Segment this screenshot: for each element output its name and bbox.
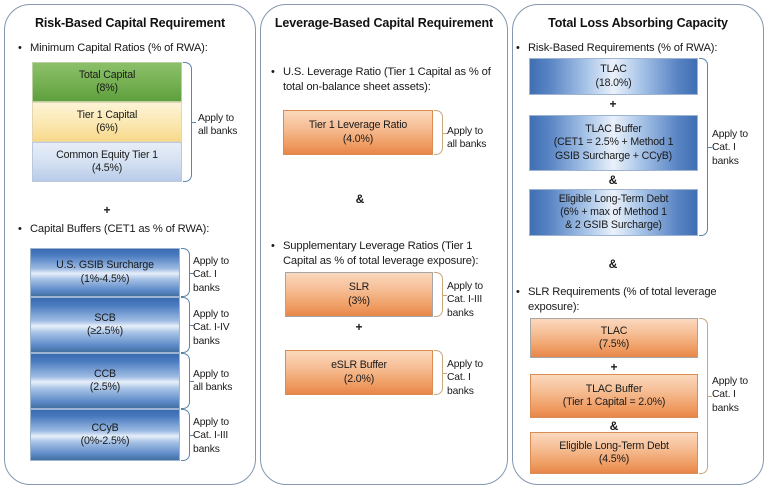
bracket-gsib-surcharge xyxy=(181,248,194,297)
box-eslr-buffer: eSLR Buffer (2.0%) xyxy=(285,350,433,395)
bullet-icon: • xyxy=(271,66,275,78)
bracket-label-min-capital-ratios: Apply to all banks xyxy=(198,113,238,138)
panel-leverage-based-capital-requirement: Leverage-Based Capital Requirement xyxy=(260,4,508,485)
connector-amp-panel-3: & xyxy=(608,257,618,271)
bullet-icon: • xyxy=(271,240,275,252)
connector-amp-panel-2: & xyxy=(355,192,365,206)
bracket-eslr-buffer xyxy=(434,350,447,395)
bracket-ccyb xyxy=(181,409,194,461)
box-ccb: CCB (2.5%) xyxy=(30,353,180,409)
bracket-label-tier-1-leverage-ratio: Apply to all banks xyxy=(447,126,487,151)
bracket-label-ccyb: Apply to Cat. I-III banks xyxy=(193,417,230,455)
heading-us-leverage-ratio: •U.S. Leverage Ratio (Tier 1 Capital as … xyxy=(271,66,491,93)
bracket-label-tlac-slr: Apply to Cat. I banks xyxy=(712,376,749,414)
connector-plus-panel-1: + xyxy=(103,203,111,217)
bracket-label-eslr-buffer: Apply to Cat. I banks xyxy=(447,359,484,397)
heading-risk-based-requirements: •Risk-Based Requirements (% of RWA): xyxy=(516,42,718,54)
bracket-min-capital-ratios xyxy=(183,62,196,182)
connector-amp-tlac-rb: & xyxy=(608,173,618,187)
box-eligible-ltd-slr: Eligible Long-Term Debt (4.5%) xyxy=(530,432,698,474)
box-ccyb: CCyB (0%-2.5%) xyxy=(30,409,180,461)
bracket-label-scb: Apply to Cat. I-IV banks xyxy=(193,309,230,347)
bracket-tier-1-leverage-ratio xyxy=(434,110,447,155)
bracket-label-tlac-risk-based: Apply to Cat. I banks xyxy=(712,129,749,167)
bracket-ccb xyxy=(181,353,194,409)
connector-amp-tlac-slr: & xyxy=(609,419,619,433)
connector-plus-slr: + xyxy=(355,320,363,334)
box-tlac-buffer-slr: TLAC Buffer (Tier 1 Capital = 2.0%) xyxy=(530,374,698,418)
box-slr: SLR (3%) xyxy=(285,272,433,317)
heading-supplementary-leverage-ratios: •Supplementary Leverage Ratios (Tier 1 C… xyxy=(271,240,479,267)
box-scb: SCB (≥2.5%) xyxy=(30,297,180,353)
connector-plus-tlac-rb: + xyxy=(609,97,617,111)
bracket-scb xyxy=(181,297,194,353)
heading-slr-requirements: •SLR Requirements (% of total leverage e… xyxy=(516,286,717,313)
bullet-icon: • xyxy=(18,42,22,54)
bullet-icon: • xyxy=(18,223,22,235)
panel-3-title: Total Loss Absorbing Capacity xyxy=(548,16,728,30)
bullet-icon: • xyxy=(516,286,520,298)
box-tlac-buffer-risk-based: TLAC Buffer (CET1 = 2.5% + Method 1 GSIB… xyxy=(529,115,698,171)
box-us-gsib-surcharge: U.S. GSIB Surcharge (1%-4.5%) xyxy=(30,248,180,297)
box-total-capital: Total Capital (8%) xyxy=(32,62,182,102)
heading-minimum-capital-ratios: •Minimum Capital Ratios (% of RWA): xyxy=(18,42,208,54)
box-common-equity-tier-1: Common Equity Tier 1 (4.5%) xyxy=(32,142,182,182)
box-tlac-risk-based: TLAC (18.0%) xyxy=(529,58,698,95)
heading-capital-buffers: •Capital Buffers (CET1 as % of RWA): xyxy=(18,223,210,235)
panel-1-title: Risk-Based Capital Requirement xyxy=(34,16,226,30)
connector-plus-tlac-slr: + xyxy=(610,360,618,374)
bracket-tlac-slr xyxy=(699,318,712,474)
box-tier-1-capital: Tier 1 Capital (6%) xyxy=(32,102,182,142)
bracket-label-ccb: Apply to all banks xyxy=(193,369,233,394)
bullet-icon: • xyxy=(516,42,520,54)
panel-2-title: Leverage-Based Capital Requirement xyxy=(274,16,494,30)
bracket-label-gsib-surcharge: Apply to Cat. I banks xyxy=(193,256,230,294)
bracket-label-slr: Apply to Cat. I-III banks xyxy=(447,281,484,319)
bracket-slr xyxy=(434,272,447,317)
box-eligible-ltd-risk-based: Eligible Long-Term Debt (6% + max of Met… xyxy=(529,189,698,236)
bracket-tlac-risk-based xyxy=(699,58,712,236)
box-tlac-slr: TLAC (7.5%) xyxy=(530,318,698,358)
box-tier-1-leverage-ratio: Tier 1 Leverage Ratio (4.0%) xyxy=(283,110,433,155)
